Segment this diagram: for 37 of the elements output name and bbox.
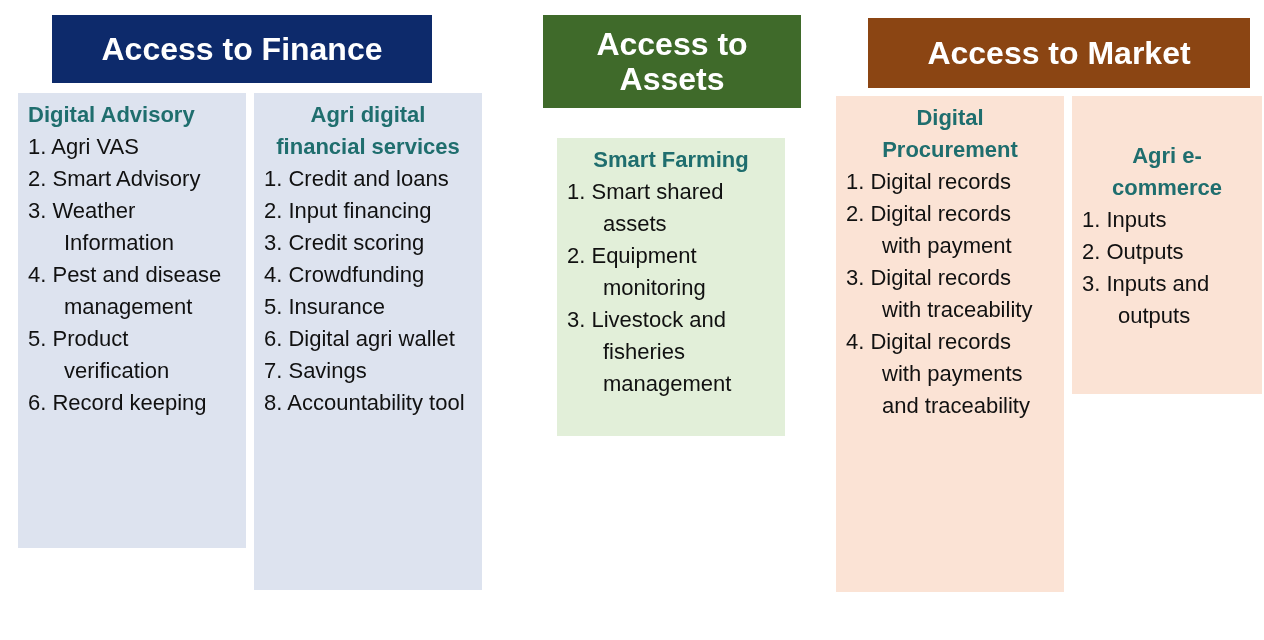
list-item: 5. Insurance	[264, 293, 387, 321]
category-panel	[18, 93, 246, 548]
list-item: 6. Digital agri wallet	[264, 325, 456, 353]
list-item: 2. Input financing	[264, 197, 433, 225]
list-item: 2. Equipment monitoring	[567, 242, 707, 302]
list-item: 1. Digital records	[846, 168, 1013, 196]
list-item: 3. Credit scoring	[264, 229, 426, 257]
list-item: 2. Digital records with payment	[846, 200, 1013, 260]
list-item: 4. Digital records with payments and traceability	[846, 328, 1031, 420]
category-panel	[836, 96, 1064, 592]
category-panel	[254, 93, 482, 590]
list-item: 4. Pest and disease management	[28, 261, 223, 321]
list-item: 1. Smart shared assets	[567, 178, 725, 238]
list-item: 6. Record keeping	[28, 389, 208, 417]
panel-heading: Digital Procurement	[881, 104, 1019, 164]
panel-heading: Agri digital financial services	[275, 101, 461, 161]
section-header: Access to Finance	[52, 15, 432, 83]
list-item: 3. Livestock and fisheries management	[567, 306, 733, 398]
list-item: 7. Savings	[264, 357, 368, 385]
section-header: Access to Market	[868, 18, 1250, 88]
list-item: 1. Agri VAS	[28, 133, 140, 161]
list-item: 3. Digital records with traceability	[846, 264, 1034, 324]
list-item: 8. Accountability tool	[264, 389, 466, 417]
list-item: 5. Product verification	[28, 325, 171, 385]
list-item: 2. Smart Advisory	[28, 165, 202, 193]
section-header: Access to Assets	[543, 15, 801, 108]
list-item: 1. Inputs	[1082, 206, 1168, 234]
panel-heading: Digital Advisory	[28, 101, 196, 129]
list-item: 2. Outputs	[1082, 238, 1185, 266]
category-panel	[1072, 96, 1262, 394]
list-item: 3. Inputs and outputs	[1082, 270, 1211, 330]
panel-heading: Smart Farming	[592, 146, 750, 174]
list-item: 4. Crowdfunding	[264, 261, 426, 289]
list-item: 1. Credit and loans	[264, 165, 450, 193]
panel-heading: Agri e-commerce	[1110, 142, 1224, 202]
category-panel	[557, 138, 785, 436]
list-item: 3. Weather Information	[28, 197, 176, 257]
